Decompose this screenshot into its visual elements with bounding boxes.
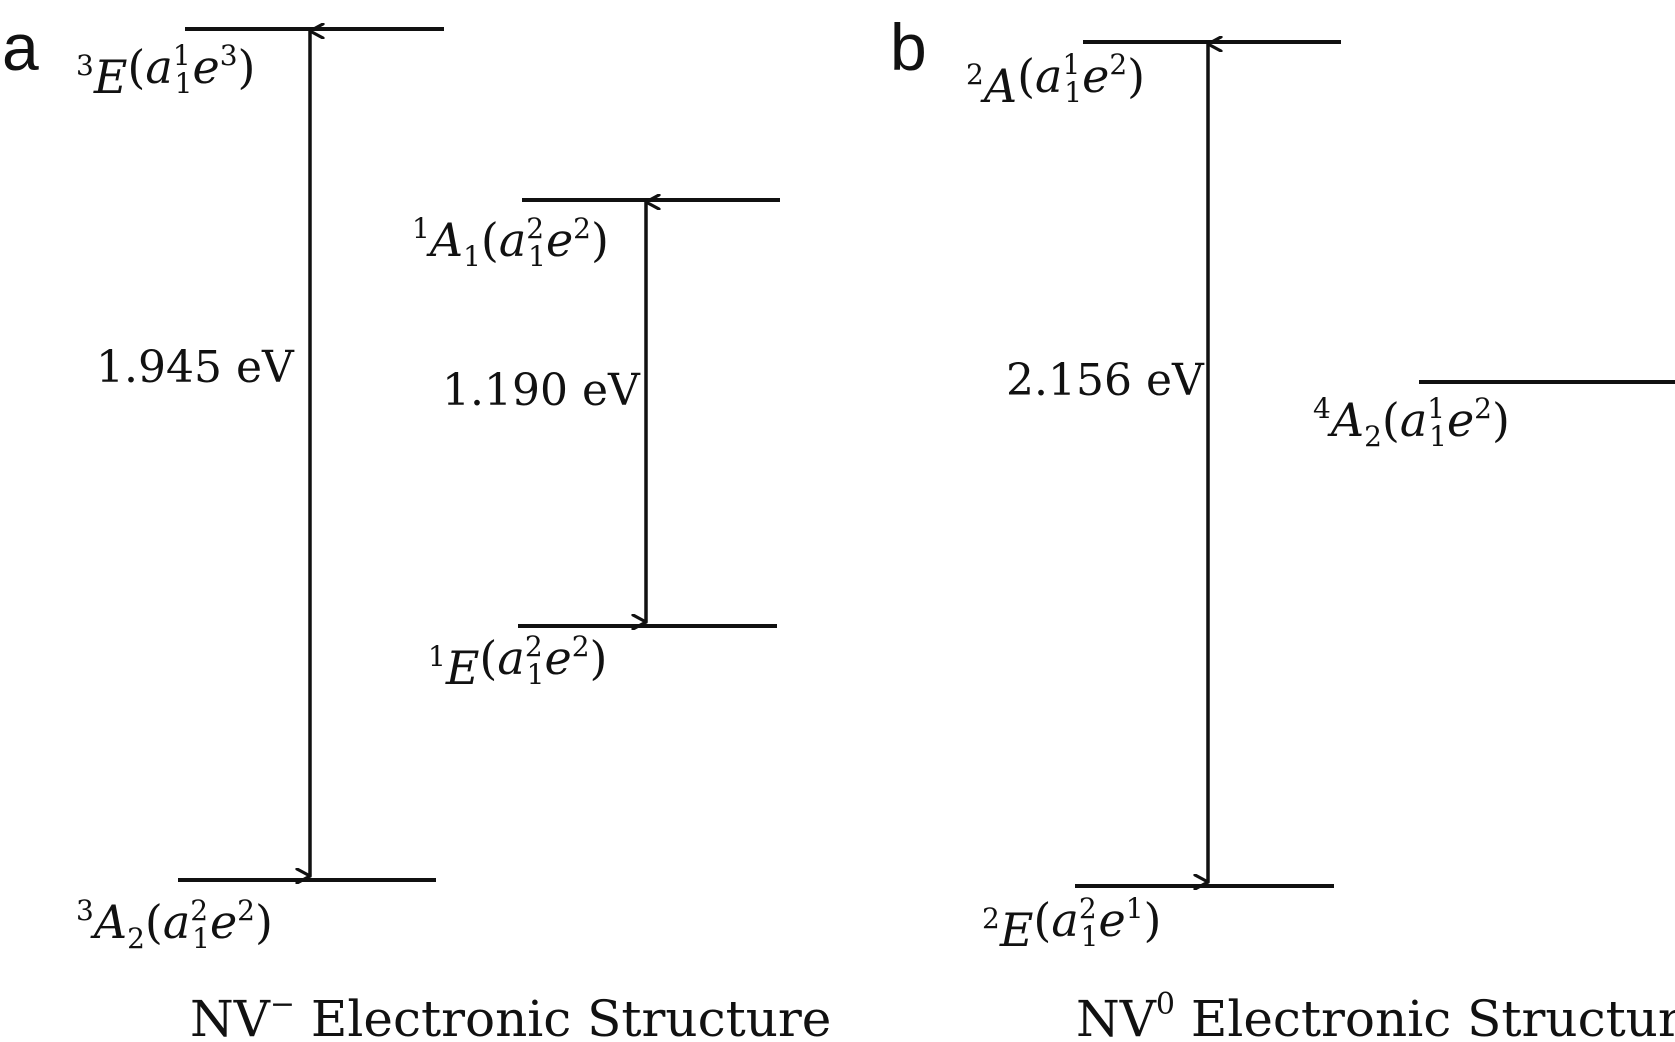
panel-a-caption: NV− Electronic Structure bbox=[190, 987, 831, 1042]
panel-b-letter: b bbox=[890, 10, 927, 84]
transition-label-1190: 1.190 eV bbox=[442, 365, 641, 416]
panel-a-letter: a bbox=[2, 10, 39, 84]
transition-label-1945: 1.945 eV bbox=[96, 342, 295, 393]
panel-b-caption: NV0 Electronic Structure bbox=[1076, 987, 1675, 1042]
transition-label-2156: 2.156 eV bbox=[1006, 355, 1205, 406]
